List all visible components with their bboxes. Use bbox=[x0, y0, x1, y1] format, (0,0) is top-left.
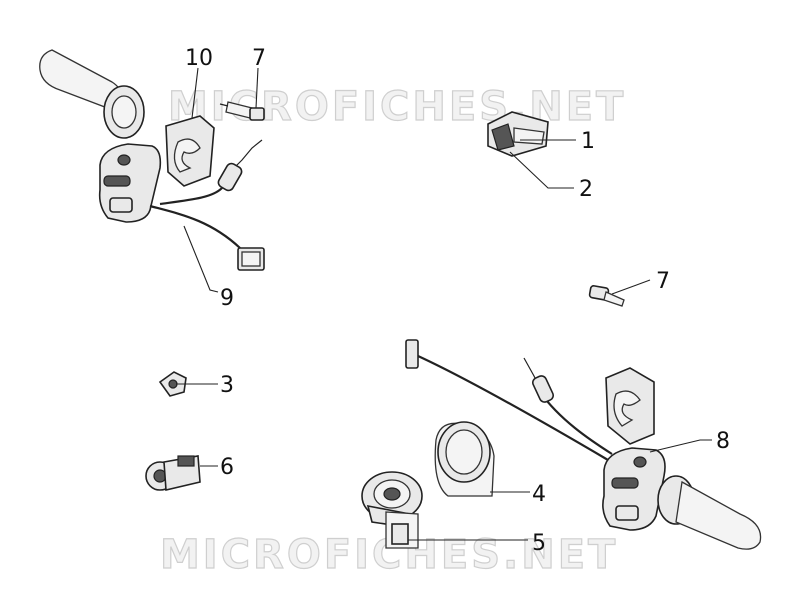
right-wiring-harness bbox=[405, 339, 613, 461]
callout-8: 8 bbox=[716, 429, 730, 454]
left-grip bbox=[39, 49, 145, 139]
upper-clamp-half bbox=[165, 115, 215, 187]
callout-4: 4 bbox=[532, 482, 546, 507]
lower-clamp-half bbox=[605, 367, 655, 445]
left-switch-housing bbox=[98, 143, 162, 223]
callout-1: 1 bbox=[581, 129, 595, 154]
callout-5: 5 bbox=[532, 531, 546, 556]
bulb-socket-top bbox=[219, 101, 265, 121]
right-grip bbox=[657, 475, 762, 550]
right-switch-housing bbox=[602, 447, 666, 531]
ignition-cover bbox=[434, 421, 495, 497]
callout-2: 2 bbox=[579, 177, 593, 202]
leader-lines bbox=[176, 67, 712, 541]
bulb-socket-right bbox=[588, 285, 625, 307]
callout-7-right: 7 bbox=[656, 269, 670, 294]
clip-nut bbox=[158, 371, 187, 397]
callout-6: 6 bbox=[220, 455, 234, 480]
callout-7-top: 7 bbox=[252, 46, 266, 71]
callout-10: 10 bbox=[185, 46, 213, 71]
lock-bracket bbox=[385, 511, 419, 549]
watermark-top: MICROFICHES.NET bbox=[168, 84, 626, 130]
ignition-connector bbox=[145, 455, 201, 491]
left-wiring-harness bbox=[149, 139, 265, 271]
callout-3: 3 bbox=[220, 373, 234, 398]
callout-9: 9 bbox=[220, 286, 234, 311]
